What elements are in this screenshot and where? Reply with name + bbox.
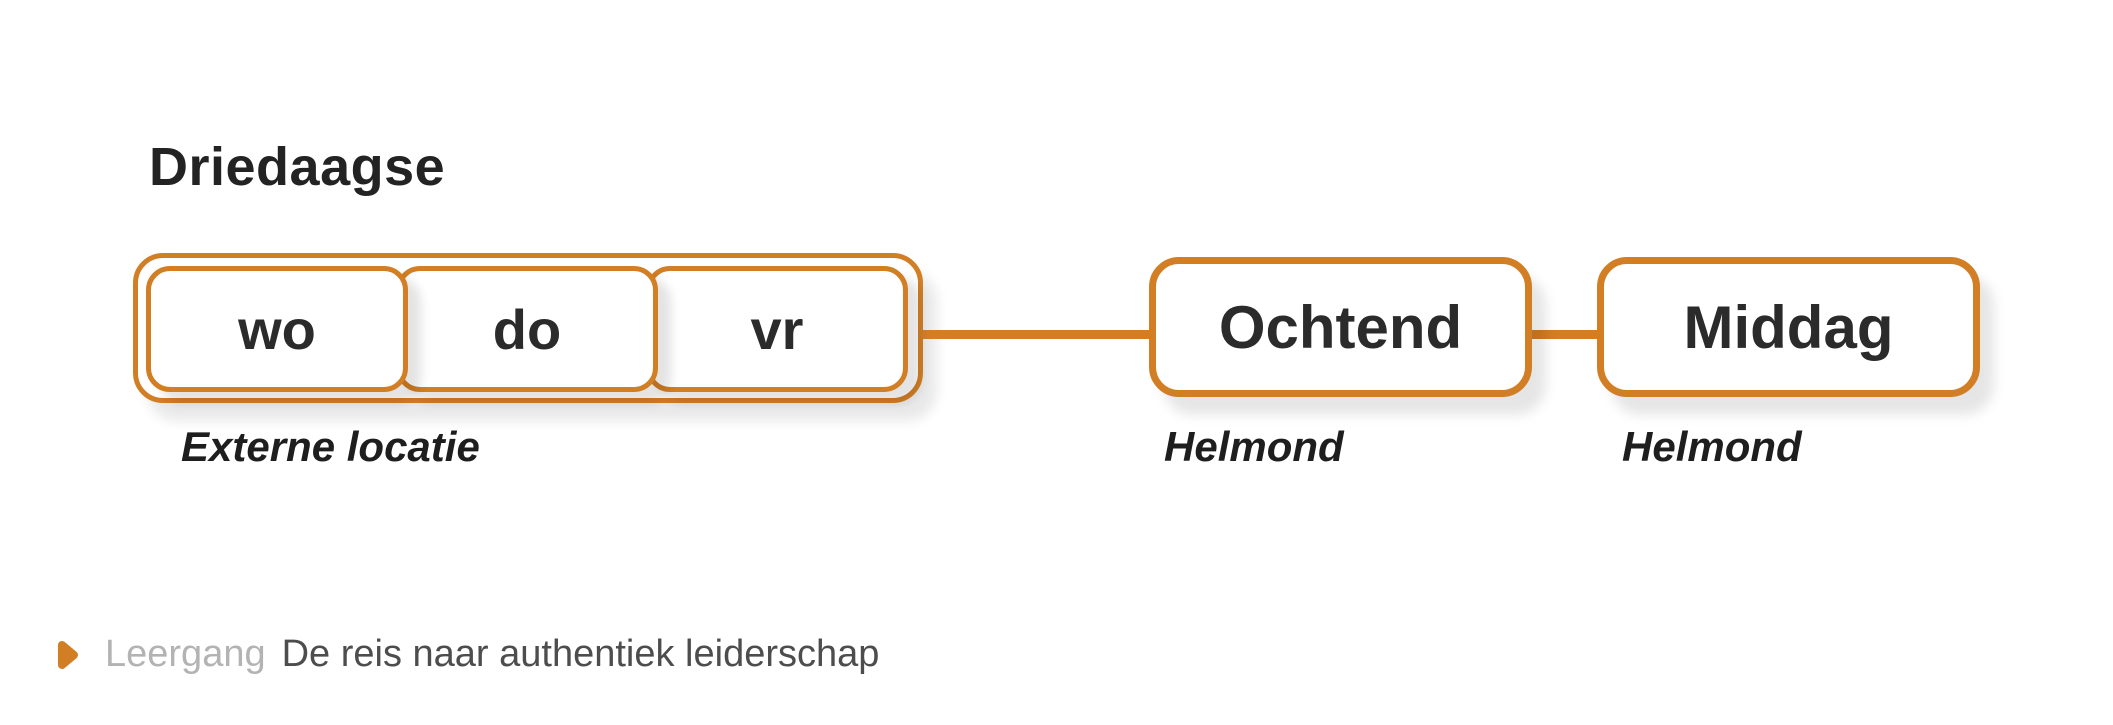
session-box-middag[interactable]: Middag (1597, 257, 1980, 397)
day-label: do (492, 297, 562, 361)
day-label: vr (750, 297, 804, 361)
page-title: Driedaagse (149, 137, 446, 197)
triangle-right-icon[interactable] (55, 637, 81, 673)
connector-line-group-to-ochtend (918, 330, 1155, 339)
session-label: Middag (1683, 293, 1894, 361)
group-location-label: Externe locatie (181, 423, 480, 470)
session-location-label-middag: Helmond (1622, 423, 1802, 470)
legend-title: De reis naar authentiek leiderschap (281, 633, 880, 675)
day-box-vr[interactable]: vr (646, 266, 908, 392)
session-location-label-ochtend: Helmond (1164, 423, 1344, 470)
legend-row[interactable]: Leergang De reis naar authentiek leiders… (55, 633, 880, 676)
legend-category: Leergang (105, 633, 266, 675)
session-label: Ochtend (1218, 293, 1463, 361)
day-box-do[interactable]: do (396, 266, 658, 392)
day-group-box[interactable]: wo do vr (133, 253, 923, 403)
day-label: wo (238, 297, 316, 361)
session-box-ochtend[interactable]: Ochtend (1149, 257, 1532, 397)
day-box-wo[interactable]: wo (146, 266, 408, 392)
connector-line-ochtend-to-middag (1528, 330, 1604, 339)
